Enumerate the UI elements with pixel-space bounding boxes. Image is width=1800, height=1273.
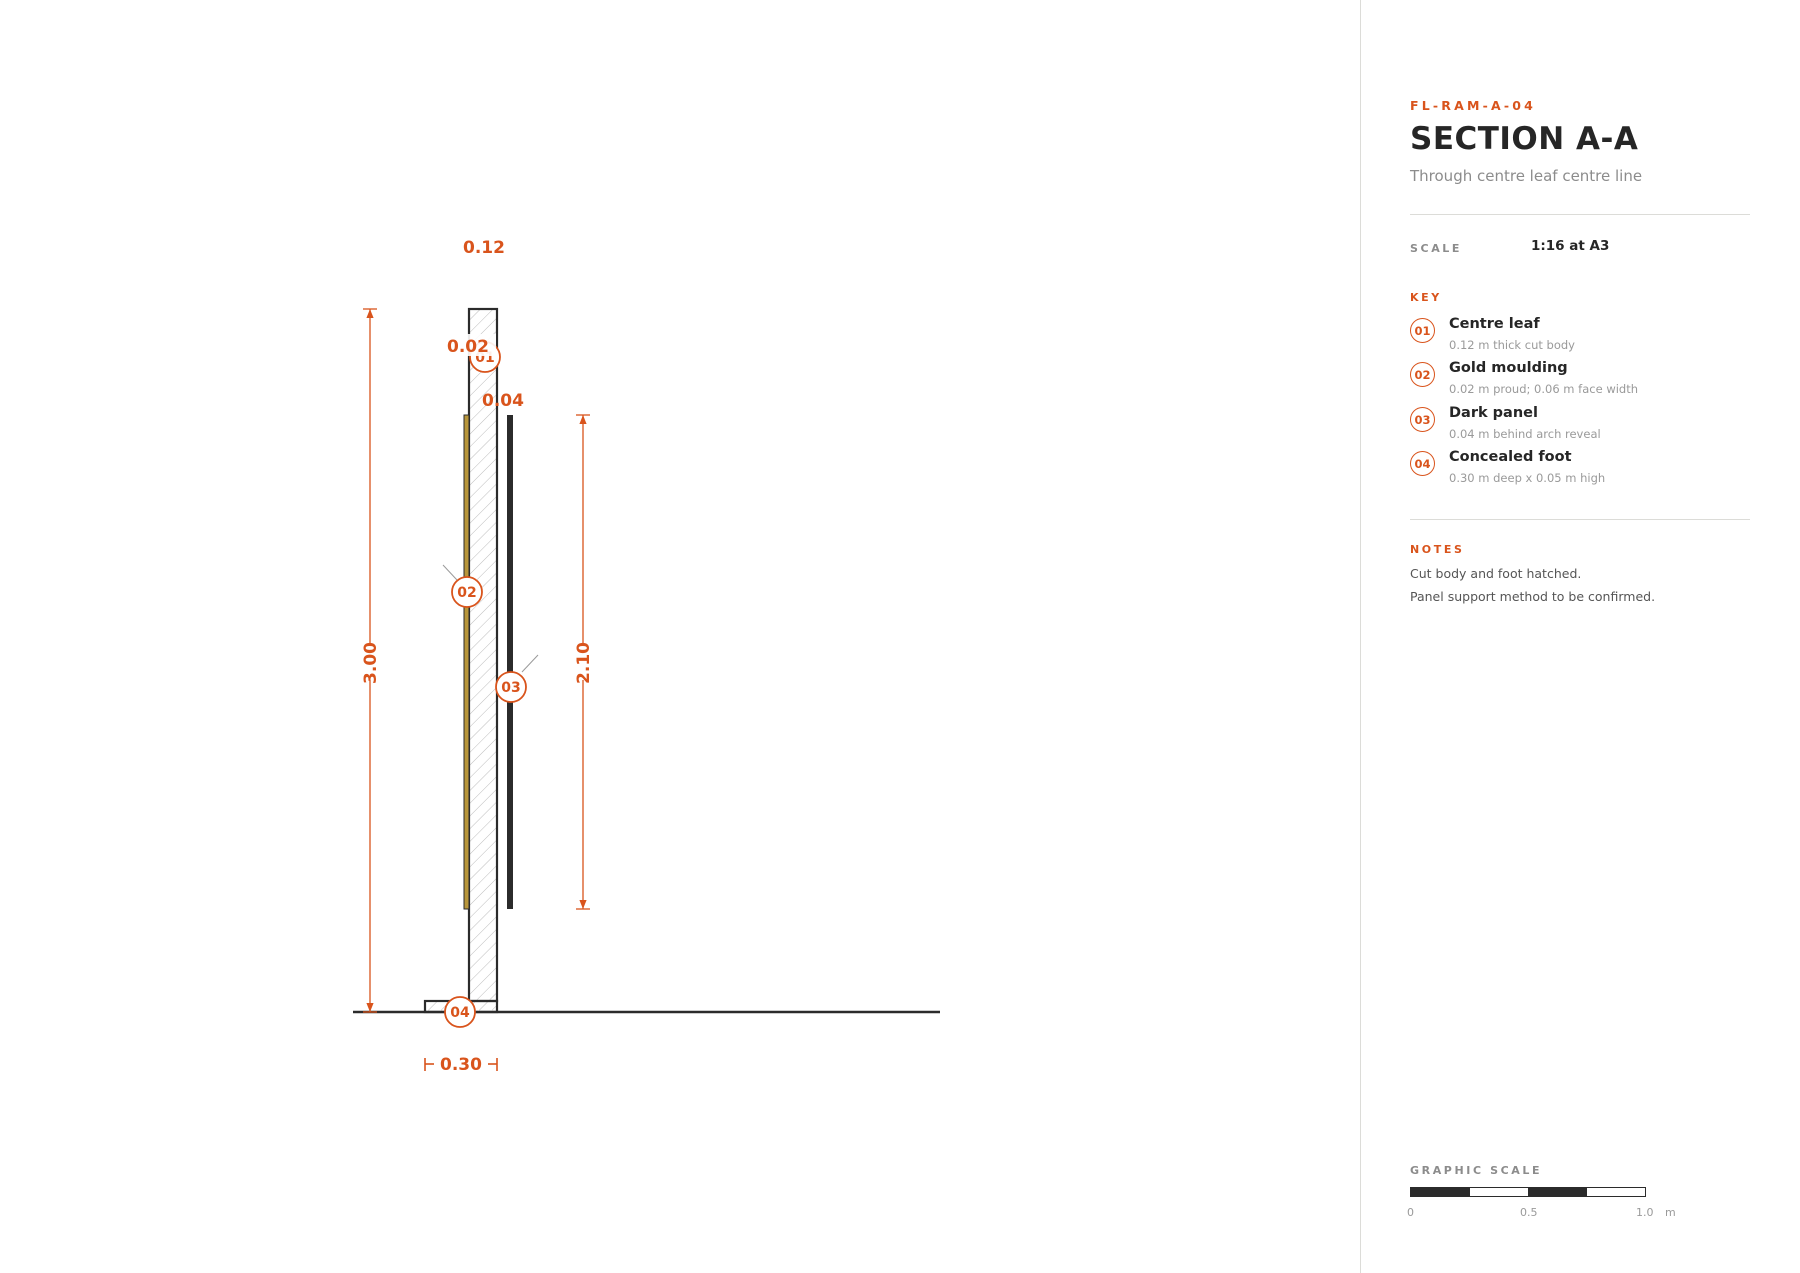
callout-02: 02 bbox=[451, 576, 483, 608]
key-badge: 04 bbox=[1410, 451, 1435, 476]
key-item-02: 02 Gold moulding 0.02 m proud; 0.06 m fa… bbox=[1410, 360, 1770, 400]
panel-height-label: 2.10 bbox=[574, 642, 594, 684]
notes-label: NOTES bbox=[1410, 543, 1465, 556]
key-name: Concealed foot bbox=[1449, 449, 1572, 465]
scale-segment bbox=[1528, 1188, 1587, 1196]
key-badge: 03 bbox=[1410, 407, 1435, 432]
divider bbox=[1410, 214, 1750, 215]
key-item-04: 04 Concealed foot 0.30 m deep x 0.05 m h… bbox=[1410, 449, 1770, 489]
sheet-code: FL-RAM-A-04 bbox=[1410, 98, 1537, 113]
graphic-scale-label: GRAPHIC SCALE bbox=[1410, 1164, 1543, 1177]
dark-panel bbox=[507, 415, 513, 909]
foot-depth-label: 0.30 bbox=[440, 1055, 482, 1075]
key-badge: 01 bbox=[1410, 318, 1435, 343]
scale-segment bbox=[1587, 1188, 1646, 1196]
graphic-scale-tick-one: 1.0 bbox=[1636, 1206, 1654, 1219]
gold-moulding bbox=[463, 414, 470, 910]
sheet-title: SECTION A-A bbox=[1410, 121, 1639, 157]
key-desc: 0.04 m behind arch reveal bbox=[1449, 427, 1601, 441]
key-item-03: 03 Dark panel 0.04 m behind arch reveal bbox=[1410, 405, 1770, 445]
section-drawing: 3.00 2.10 0.12 0.02 0.04 0.30 01 0.02 02 bbox=[353, 238, 940, 1075]
sheet-subtitle: Through centre leaf centre line bbox=[1410, 167, 1643, 185]
panel-offset-label: 0.04 bbox=[482, 391, 524, 411]
divider bbox=[1410, 519, 1750, 520]
callout-03: 03 bbox=[495, 671, 527, 703]
key-name: Gold moulding bbox=[1449, 360, 1568, 376]
scale-label: SCALE bbox=[1410, 242, 1463, 255]
key-desc: 0.02 m proud; 0.06 m face width bbox=[1449, 382, 1639, 396]
title-block: FL-RAM-A-04 SECTION A-A Through centre l… bbox=[1360, 0, 1800, 1273]
leader-02 bbox=[442, 564, 458, 581]
scale-value: 1:16 at A3 bbox=[1531, 238, 1610, 254]
centre-leaf-body bbox=[467, 307, 499, 1003]
callout-02-label: 02 bbox=[457, 585, 476, 601]
key-name: Centre leaf bbox=[1449, 316, 1540, 332]
graphic-scale-tick-half: 0.5 bbox=[1520, 1206, 1538, 1219]
note-line: Cut body and foot hatched. bbox=[1410, 566, 1582, 581]
callout-03-label: 03 bbox=[501, 680, 520, 696]
graphic-scale-tick-0: 0 bbox=[1407, 1206, 1414, 1219]
key-name: Dark panel bbox=[1449, 405, 1538, 421]
overall-height-label: 3.00 bbox=[361, 642, 381, 684]
callout-01-mask bbox=[440, 334, 496, 356]
key-desc: 0.12 m thick cut body bbox=[1449, 338, 1575, 352]
key-desc: 0.30 m deep x 0.05 m high bbox=[1449, 471, 1606, 485]
leader-03 bbox=[521, 654, 539, 673]
callout-04: 04 bbox=[444, 996, 476, 1028]
leaf-thickness-label: 0.12 bbox=[463, 238, 505, 258]
graphic-scale-unit: m bbox=[1665, 1206, 1676, 1219]
key-item-01: 01 Centre leaf 0.12 m thick cut body bbox=[1410, 316, 1770, 356]
key-badge: 02 bbox=[1410, 362, 1435, 387]
section-drawing-svg: 3.00 2.10 0.12 0.02 0.04 0.30 01 0.02 02 bbox=[353, 238, 940, 1075]
note-line: Panel support method to be confirmed. bbox=[1410, 589, 1656, 604]
callout-04-label: 04 bbox=[450, 1005, 470, 1021]
scale-segment bbox=[1411, 1188, 1470, 1196]
graphic-scale-bar bbox=[1410, 1187, 1646, 1197]
moulding-proud-label-over: 0.02 bbox=[447, 337, 489, 357]
key-label: KEY bbox=[1410, 291, 1442, 304]
scale-segment bbox=[1470, 1188, 1529, 1196]
